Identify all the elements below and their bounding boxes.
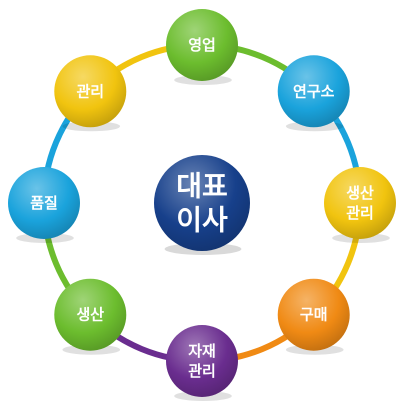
node-label: 관리 bbox=[76, 82, 104, 100]
node-circle bbox=[277, 278, 350, 351]
node-research: 연구소 bbox=[277, 55, 350, 132]
node-label: 구매 bbox=[300, 306, 328, 324]
center-label: 이사 bbox=[176, 204, 228, 237]
node-label: 생산 bbox=[346, 184, 374, 202]
node-label: 자재 bbox=[188, 342, 216, 360]
node-sales: 영업 bbox=[166, 9, 238, 85]
node-circle bbox=[324, 167, 396, 239]
node-label: 생산 bbox=[76, 306, 104, 324]
node-label: 품질 bbox=[30, 194, 58, 212]
node-label: 연구소 bbox=[293, 82, 335, 100]
node-circle bbox=[54, 55, 127, 128]
node-production: 생산 bbox=[54, 278, 127, 355]
center-label: 대표 bbox=[176, 170, 228, 203]
node-label: 관리 bbox=[188, 362, 216, 380]
node-circle bbox=[54, 278, 127, 351]
center-circle bbox=[154, 155, 250, 251]
node-purchase: 구매 bbox=[277, 278, 350, 355]
node-circle bbox=[277, 55, 350, 128]
node-management: 관리 bbox=[54, 55, 127, 132]
node-circle bbox=[8, 167, 80, 239]
node-label: 관리 bbox=[346, 204, 374, 222]
node-circle bbox=[166, 9, 238, 81]
node-quality: 품질 bbox=[8, 167, 80, 243]
node-circle bbox=[166, 325, 238, 397]
node-label: 영업 bbox=[188, 36, 216, 54]
